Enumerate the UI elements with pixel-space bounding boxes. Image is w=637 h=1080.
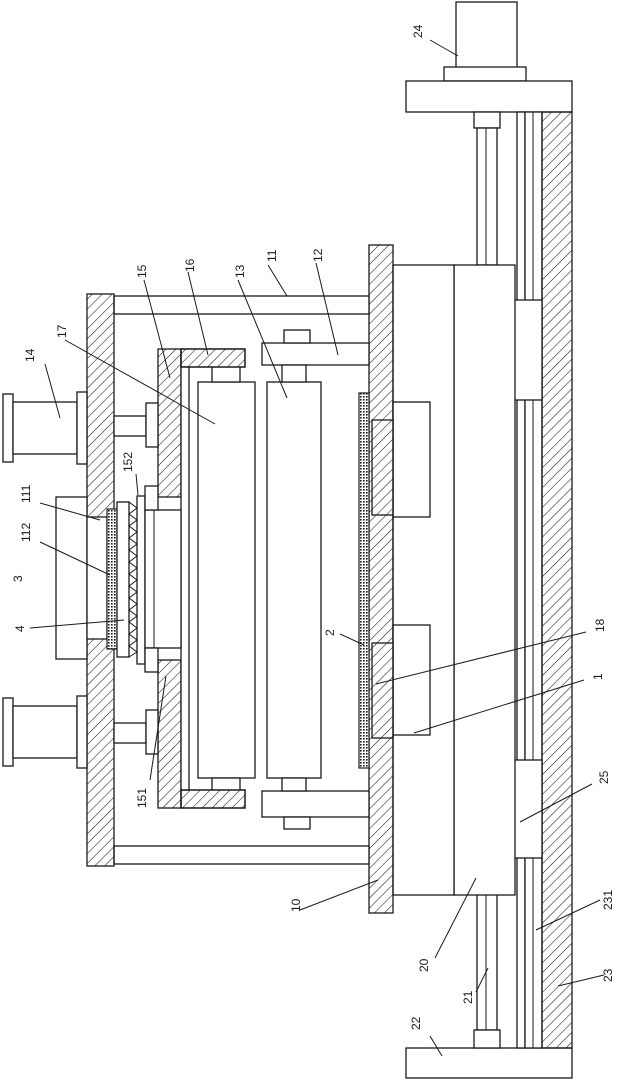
support-plate-10 (369, 245, 393, 913)
roller-13 (267, 365, 321, 791)
bottom-end-plate-22 (406, 1048, 572, 1078)
label-151: 151 (135, 788, 149, 808)
label-18: 18 (593, 618, 607, 632)
label-231: 231 (601, 890, 615, 910)
label-11: 11 (265, 249, 279, 262)
label-21: 21 (461, 990, 475, 1004)
label-152: 152 (121, 452, 135, 472)
label-14: 14 (23, 348, 37, 362)
label-17: 17 (55, 324, 69, 338)
mesh-belt-2 (359, 393, 369, 768)
label-15: 15 (135, 264, 149, 278)
label-25: 25 (597, 770, 611, 784)
label-10: 10 (289, 898, 303, 912)
slider-20 (454, 265, 515, 895)
label-111: 111 (19, 484, 33, 503)
base-rail-23 (542, 112, 572, 1048)
top-end-plate (406, 81, 572, 112)
label-16: 16 (183, 258, 197, 272)
label-4: 4 (13, 625, 27, 632)
label-1: 1 (591, 673, 605, 680)
carriage-1 (393, 265, 454, 895)
label-23: 23 (601, 968, 615, 982)
label-112: 112 (19, 523, 33, 542)
mount-3 (56, 497, 87, 659)
roller-17 (198, 365, 255, 791)
label-2: 2 (323, 629, 337, 636)
label-24: 24 (411, 24, 425, 38)
label-20: 20 (417, 958, 431, 972)
label-22: 22 (409, 1016, 423, 1030)
motor-24 (444, 2, 526, 81)
label-3: 3 (11, 575, 25, 582)
label-12: 12 (311, 248, 325, 262)
guide-rail-231 (517, 112, 542, 1048)
label-13: 13 (233, 264, 247, 278)
